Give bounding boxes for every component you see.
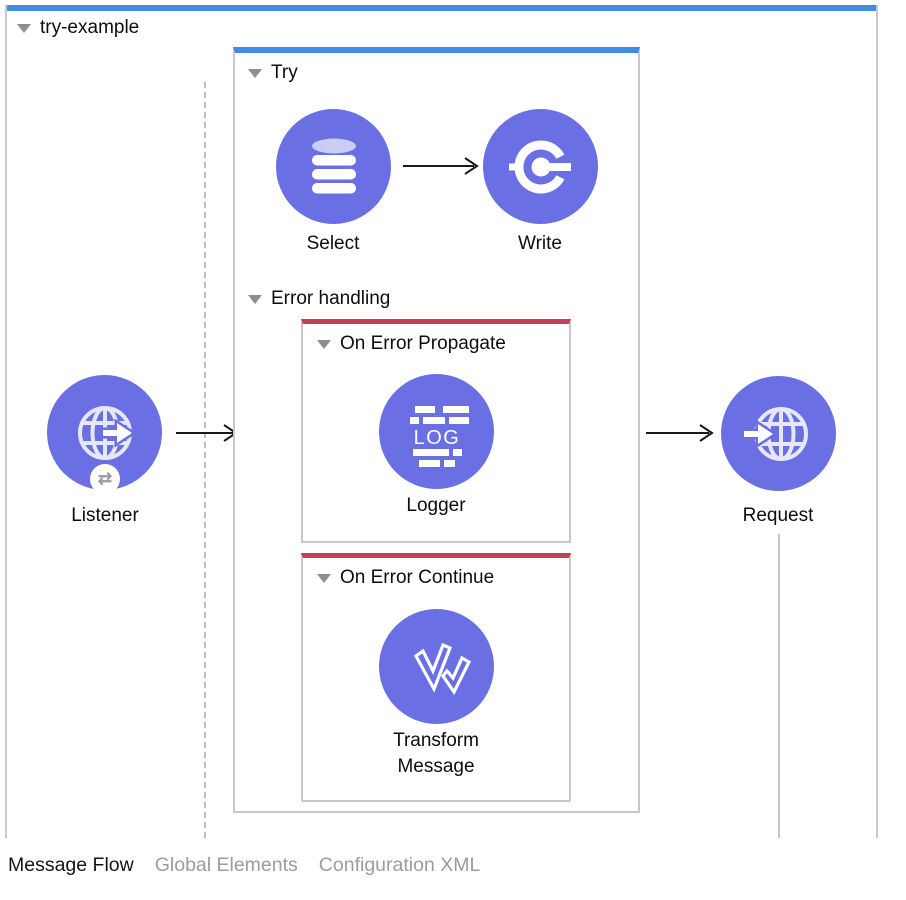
error-handling-label: Error handling — [271, 288, 391, 309]
request-label: Request — [742, 505, 814, 526]
http-request-globe-icon — [741, 406, 808, 461]
logger-node[interactable]: LOG — [379, 374, 494, 489]
request-drop-connector — [778, 534, 780, 838]
on-error-propagate-scope[interactable]: On Error Propagate LOG Logger — [301, 319, 571, 543]
on-error-propagate-label: On Error Propagate — [340, 333, 506, 354]
collapse-triangle-icon[interactable] — [317, 339, 331, 349]
source-exchange-icon: ⇄ — [97, 469, 113, 488]
flow-header: try-example — [17, 17, 139, 39]
database-icon — [311, 138, 356, 193]
flow-right-border — [876, 5, 878, 838]
connector-arrow — [176, 424, 238, 442]
on-error-continue-label: On Error Continue — [340, 567, 495, 588]
flow-selection-top-bar — [5, 5, 878, 11]
http-listener-globe-icon — [77, 405, 137, 460]
collapse-triangle-icon[interactable] — [248, 294, 262, 304]
tab-global-elements[interactable]: Global Elements — [154, 854, 298, 876]
write-node[interactable] — [483, 109, 598, 224]
flow-left-border — [5, 5, 7, 838]
error-handling-header: Error handling — [248, 288, 390, 310]
source-exchange-badge: ⇄ — [90, 464, 120, 494]
select-node[interactable] — [276, 109, 391, 224]
tab-message-flow[interactable]: Message Flow — [8, 854, 134, 876]
on-error-continue-scope[interactable]: On Error Continue Transform Message — [301, 553, 571, 802]
collapse-triangle-icon[interactable] — [317, 573, 331, 583]
connector-arrow — [403, 157, 479, 175]
select-label: Select — [306, 233, 360, 254]
collapse-triangle-icon[interactable] — [248, 68, 262, 78]
logger-icon: LOG — [409, 405, 469, 467]
editor-tab-bar: Message Flow Global Elements Configurati… — [8, 854, 480, 877]
flow-title: try-example — [40, 17, 140, 38]
on-error-propagate-header: On Error Propagate — [317, 333, 506, 355]
transform-message-icon — [413, 642, 471, 695]
file-write-icon — [508, 140, 571, 193]
try-scope[interactable]: Try Select Write — [233, 47, 640, 813]
logger-label: Logger — [406, 495, 466, 516]
logger-icon-text: LOG — [413, 427, 460, 449]
request-node[interactable] — [721, 376, 836, 491]
source-divider-dashed-line — [204, 82, 206, 838]
try-scope-label: Try — [271, 62, 298, 83]
write-label: Write — [518, 233, 562, 254]
transform-message-node[interactable] — [379, 609, 494, 724]
collapse-triangle-icon[interactable] — [17, 23, 31, 33]
tab-configuration-xml[interactable]: Configuration XML — [318, 854, 481, 876]
connector-arrow — [646, 424, 714, 442]
transform-message-label: Transform Message — [393, 730, 479, 777]
try-scope-header: Try — [248, 62, 298, 84]
listener-label: Listener — [71, 505, 139, 526]
on-error-continue-header: On Error Continue — [317, 567, 494, 589]
